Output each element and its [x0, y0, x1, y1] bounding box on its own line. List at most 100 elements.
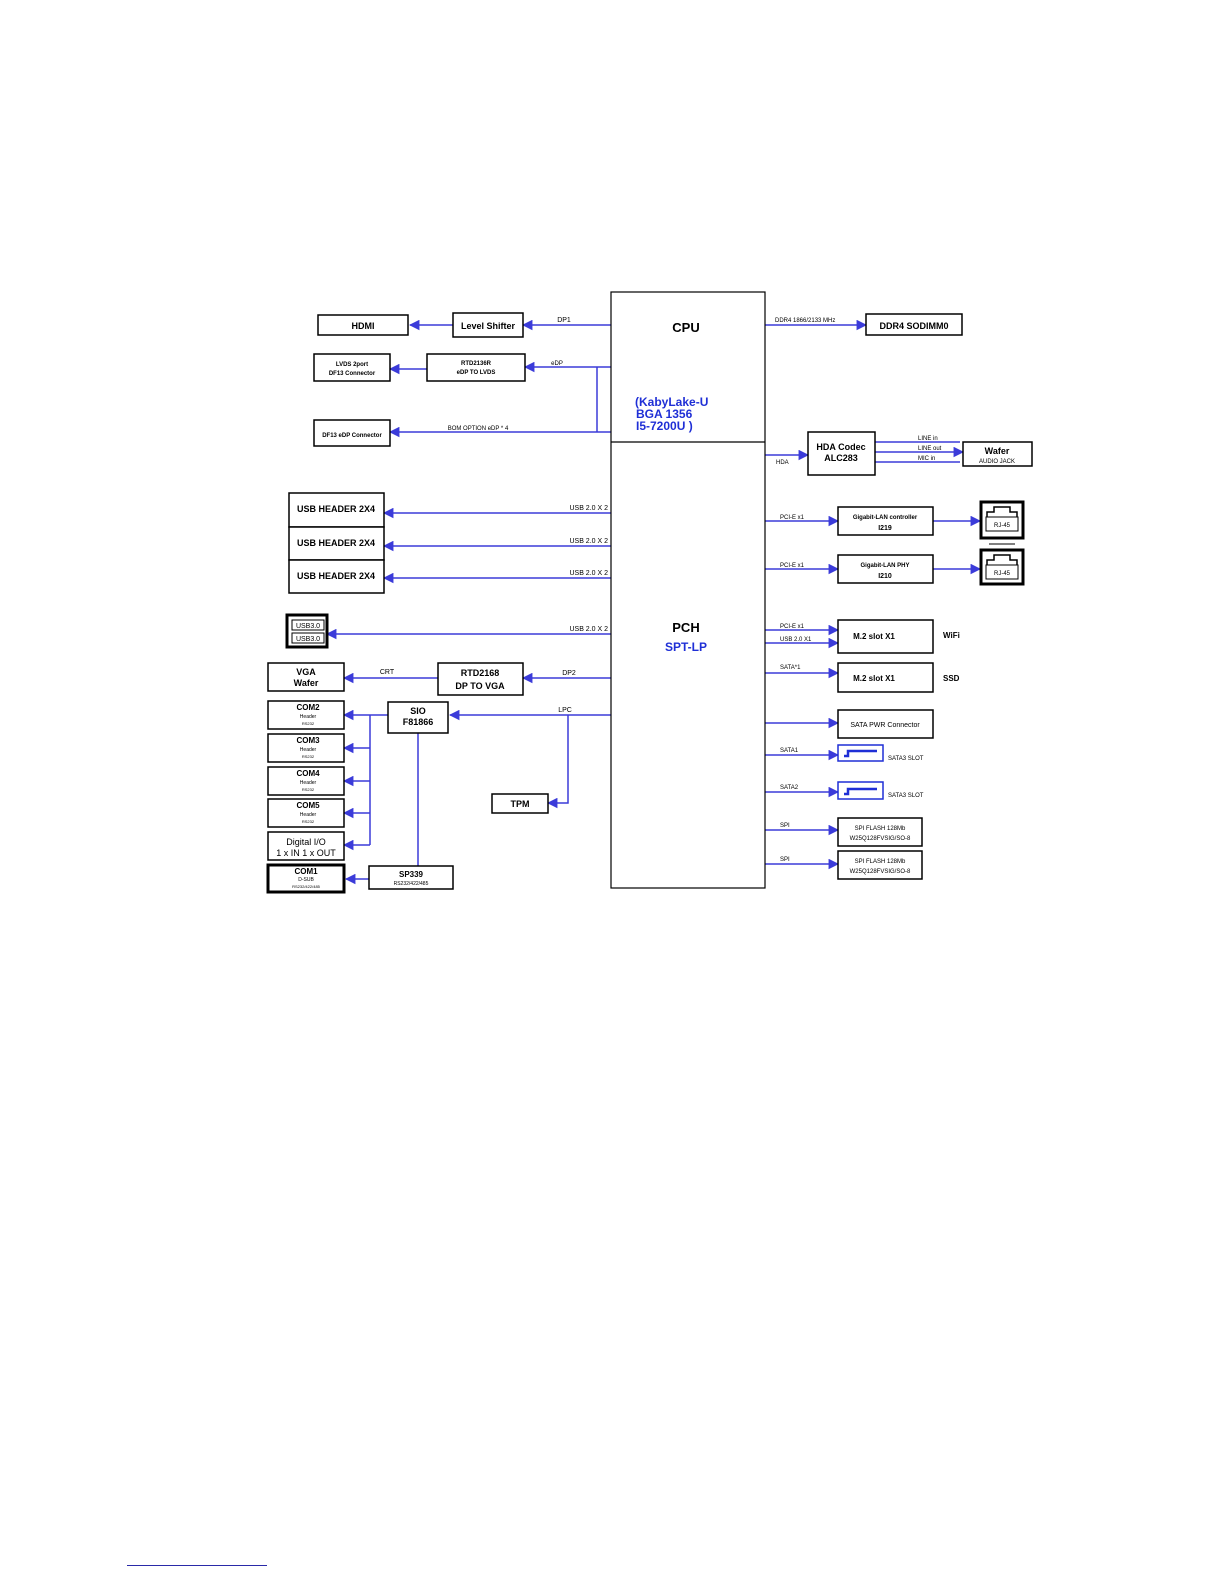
svg-text:1 x IN 1 x OUT: 1 x IN 1 x OUT: [276, 848, 336, 858]
pch-sub: SPT-LP: [665, 640, 707, 654]
hdmi-box: HDMI: [317, 314, 409, 336]
level-shifter-box: Level Shifter: [452, 312, 524, 338]
svg-text:Gigabit-LAN PHY: Gigabit-LAN PHY: [861, 563, 910, 569]
svg-text:USB HEADER 2X4: USB HEADER 2X4: [297, 571, 375, 581]
svg-text:COM5: COM5: [296, 801, 320, 810]
svg-text:eDP TO LVDS: eDP TO LVDS: [457, 370, 496, 376]
hda-codec-box: HDA Codec ALC283: [807, 431, 876, 476]
wires: [325, 319, 982, 885]
svg-text:D-SUB: D-SUB: [298, 877, 314, 883]
digital-io-box: Digital I/O 1 x IN 1 x OUT: [267, 831, 345, 861]
cpu-sub3: I5-7200U ): [636, 419, 693, 433]
com2-box: COM2 Header RS232: [267, 700, 345, 730]
label-line-in: LINE in: [918, 436, 938, 442]
label-sata3-slot-1: SATA3 SLOT: [888, 756, 924, 762]
cpu-sub2: BGA 1356: [636, 407, 693, 421]
label-lpc: LPC: [558, 707, 572, 714]
sata2-slot-icon: [837, 781, 884, 800]
pch-title: PCH: [672, 620, 699, 635]
svg-text:Gigabit-LAN controller: Gigabit-LAN controller: [853, 515, 918, 521]
svg-text:RS232: RS232: [302, 721, 315, 726]
sata-pwr-box: SATA PWR Connector: [837, 709, 934, 739]
label-pcie-3: PCI-E x1: [780, 624, 805, 630]
label-spi-1: SPI: [780, 823, 790, 829]
svg-text:RS232/422/485: RS232/422/485: [394, 881, 429, 887]
svg-text:COM3: COM3: [296, 736, 320, 745]
label-usb-4: USB 2.0 X 2: [569, 626, 608, 633]
label-pcie-1: PCI-E x1: [780, 515, 805, 521]
sio-box: SIO F81866: [387, 701, 449, 734]
label-usb-wifi: USB 2.0 X1: [780, 637, 812, 643]
svg-text:ALC283: ALC283: [824, 453, 858, 463]
label-crt: CRT: [380, 669, 395, 676]
m2-ssd-box: M.2 slot X1: [837, 662, 934, 693]
usb30-connector: USB3.0 USB3.0: [285, 613, 329, 649]
svg-text:Wafer: Wafer: [985, 446, 1010, 456]
svg-text:W25Q128FVSIG/SO-8: W25Q128FVSIG/SO-8: [850, 869, 911, 875]
svg-text:COM1: COM1: [294, 867, 318, 876]
label-pcie-2: PCI-E x1: [780, 563, 805, 569]
svg-text:COM4: COM4: [296, 769, 320, 778]
svg-text:RS232: RS232: [302, 819, 315, 824]
svg-text:I210: I210: [878, 573, 892, 580]
svg-text:AUDIO JACK: AUDIO JACK: [979, 459, 1015, 465]
svg-text:SPI FLASH 128Mb: SPI FLASH 128Mb: [855, 826, 906, 832]
rtd-lvds-box: RTD2136R eDP TO LVDS: [426, 353, 526, 382]
svg-text:COM2: COM2: [296, 703, 320, 712]
com5-box: COM5 Header RS232: [267, 798, 345, 828]
label-edp: eDP: [551, 361, 563, 367]
label-dp2: DP2: [562, 670, 576, 677]
edp-connector-box: DF13 eDP Connector: [313, 419, 391, 447]
com4-box: COM4 Header RS232: [267, 766, 345, 796]
svg-text:Header: Header: [300, 780, 317, 786]
label-usb-3: USB 2.0 X 2: [569, 570, 608, 577]
svg-text:USB HEADER 2X4: USB HEADER 2X4: [297, 504, 375, 514]
sata1-slot-icon: [837, 744, 884, 762]
svg-text:Header: Header: [300, 747, 317, 753]
svg-text:SIO: SIO: [410, 706, 426, 716]
rj45-connector-1: RJ-45: [979, 500, 1025, 540]
cpu-pch-block: CPU (KabyLake-U BGA 1356 I5-7200U ) PCH …: [610, 291, 766, 889]
wire-labels: DP1 eDP BOM OPTION eDP * 4 USB 2.0 X 2 U…: [380, 317, 960, 863]
ddr4-box: DDR4 SODIMM0: [865, 313, 963, 336]
vga-wafer-box: VGA Wafer: [267, 662, 345, 692]
footnote-rule: [127, 1565, 267, 1566]
svg-text:M.2 slot X1: M.2 slot X1: [853, 674, 895, 683]
label-sata3-slot-2: SATA3 SLOT: [888, 793, 924, 799]
cpu-sub1: (KabyLake-U: [635, 395, 708, 409]
com3-box: COM3 Header RS232: [267, 733, 345, 763]
svg-text:Header: Header: [300, 812, 317, 818]
spi-flash-2-box: SPI FLASH 128Mb W25Q128FVSIG/SO-8: [837, 850, 923, 880]
svg-text:LVDS 2port: LVDS 2port: [336, 362, 368, 368]
lan2-box: Gigabit-LAN PHY I210: [837, 554, 934, 584]
spi-flash-1-box: SPI FLASH 128Mb W25Q128FVSIG/SO-8: [837, 817, 923, 847]
sp339-box: SP339 RS232/422/485: [368, 865, 454, 890]
svg-text:SPI FLASH 128Mb: SPI FLASH 128Mb: [855, 859, 906, 865]
usb-header-1: USB HEADER 2X4: [288, 492, 385, 528]
svg-text:F81866: F81866: [403, 717, 434, 727]
svg-text:RJ-45: RJ-45: [994, 571, 1011, 577]
svg-text:HDA Codec: HDA Codec: [816, 442, 865, 452]
label-spi-2: SPI: [780, 857, 790, 863]
label-hda: HDA: [776, 460, 789, 466]
svg-text:USB3.0: USB3.0: [296, 636, 320, 643]
svg-text:RTD2136R: RTD2136R: [461, 361, 492, 367]
svg-text:RJ-45: RJ-45: [994, 523, 1011, 529]
svg-text:VGA: VGA: [296, 667, 316, 677]
svg-text:HDMI: HDMI: [352, 321, 375, 331]
svg-text:Digital I/O: Digital I/O: [286, 837, 326, 847]
svg-text:Wafer: Wafer: [294, 678, 319, 688]
svg-text:W25Q128FVSIG/SO-8: W25Q128FVSIG/SO-8: [850, 836, 911, 842]
svg-text:I219: I219: [878, 525, 892, 532]
label-mic-in: MIC in: [918, 456, 935, 462]
svg-text:Header: Header: [300, 714, 317, 720]
svg-text:SATA PWR Connector: SATA PWR Connector: [850, 722, 920, 729]
svg-text:RS232: RS232: [302, 787, 315, 792]
label-bom-option: BOM OPTION eDP * 4: [448, 426, 509, 432]
label-ddr-bus: DDR4 1866/2133 MHz: [775, 318, 835, 324]
label-usb-2: USB 2.0 X 2: [569, 538, 608, 545]
label-sata-star1: SATA*1: [780, 665, 801, 671]
svg-text:USB3.0: USB3.0: [296, 623, 320, 630]
wafer-audio-box: Wafer AUDIO JACK: [962, 441, 1033, 467]
